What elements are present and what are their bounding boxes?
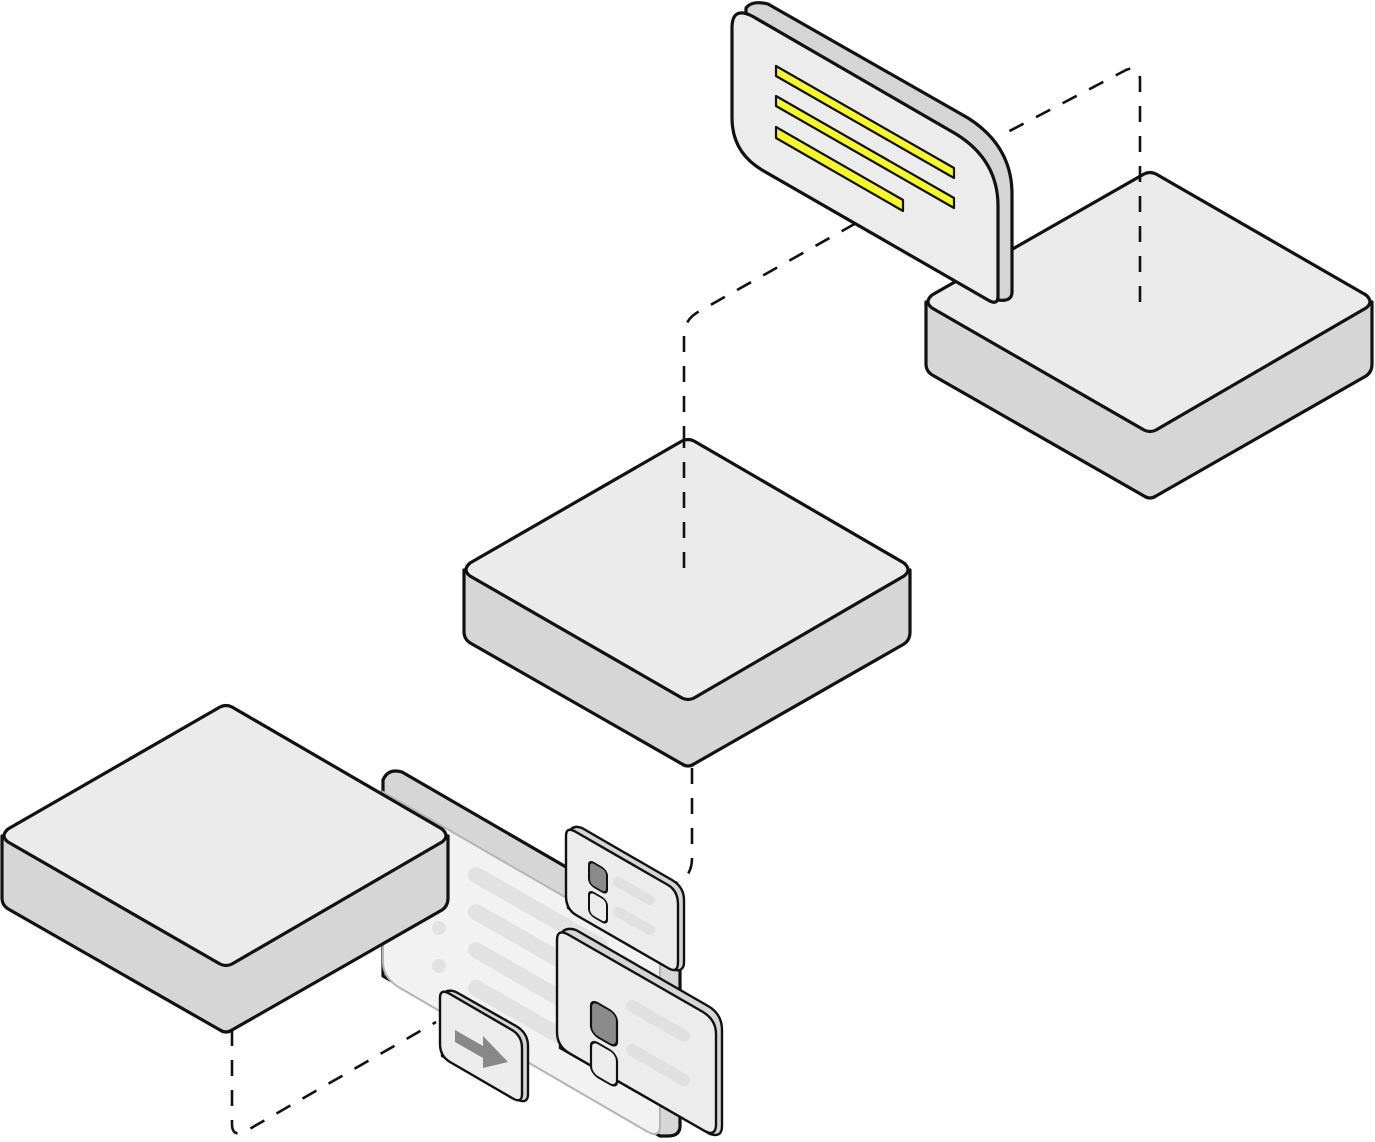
message-line: [774, 94, 956, 210]
checkbox-checked-icon: [589, 1000, 619, 1047]
connector-bottom-to-middle: [230, 768, 694, 1135]
message-line: [774, 125, 905, 213]
message-card: [730, 1, 1014, 304]
checkbox-empty-icon: [588, 891, 608, 924]
platform-middle: [462, 437, 912, 768]
right-arrow-icon: [455, 1030, 508, 1068]
arrow-card: [438, 989, 530, 1103]
checkbox-empty-icon: [589, 1040, 619, 1087]
checkbox-checked-icon: [588, 861, 608, 894]
message-lines: [774, 64, 956, 213]
panel-bullet: [432, 921, 446, 935]
checklist-card-large: [555, 927, 724, 1137]
panel-bullet: [432, 959, 446, 973]
connector-middle-to-top: [682, 220, 859, 442]
platform-bottom-left: [0, 703, 450, 1034]
checklist-card-small: [564, 825, 686, 972]
platform-top-right: [924, 67, 1374, 500]
message-line: [774, 64, 956, 180]
